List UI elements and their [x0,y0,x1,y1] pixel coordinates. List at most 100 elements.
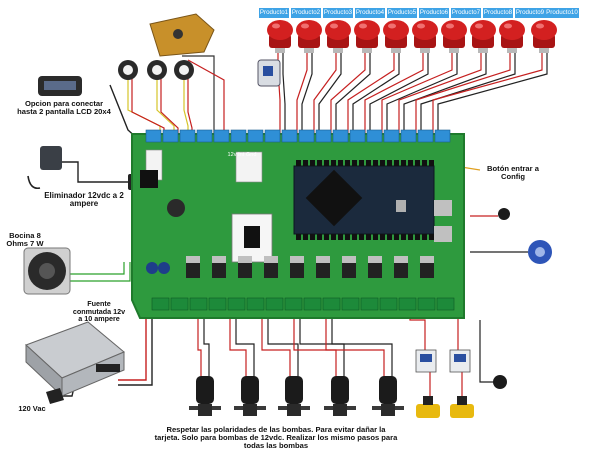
pump-inlet [189,406,198,410]
mosfet-body [420,262,434,278]
push-button-icon [470,20,496,53]
wire-pump-3-positive [261,312,291,378]
valve-coil [457,396,467,405]
push-button-icon [412,20,438,53]
wire-product-7-positive [381,52,453,136]
coin-acceptor-slot [123,65,133,75]
push-button-icon [383,20,409,53]
regulator-right-1 [434,200,452,216]
push-button-terminal [420,48,430,53]
mcu-header-bottom [422,234,427,240]
push-button-terminal [539,48,549,53]
wire-pump-4-negative [299,312,345,378]
valve-body [416,404,440,418]
terminal-top [383,129,400,143]
pump-outlet [395,406,404,410]
wire-product-3-positive [313,52,337,136]
mcu-header-top [324,160,329,166]
regulator-right-2 [434,226,452,242]
mcu-header-top [352,160,357,166]
terminal-bottom [284,297,303,311]
mcu-header-bottom [338,234,343,240]
wire-product-6-positive [364,52,424,136]
mcu-header-top [401,160,406,166]
sensor-right-body [498,208,510,220]
mcu-header-bottom [303,234,308,240]
wire-adapter [62,161,128,183]
pump-outlet [301,406,310,410]
push-button-highlight [475,23,483,29]
push-button-highlight [446,23,454,29]
terminal-bottom [398,297,417,311]
mcu-header-top [373,160,378,166]
wire-product-8-negative [403,52,487,136]
mcu-header-top [303,160,308,166]
push-button-cap [354,20,380,40]
wire-product-2-positive [296,52,308,136]
terminal-top [434,129,451,143]
product-label-9: Producto9 [515,8,545,18]
mcu-header-bottom [415,234,420,240]
pump-icon [189,376,221,416]
pump-inlet [234,406,243,410]
push-button-terminal [391,48,401,53]
solenoid-valve-icon [416,396,440,418]
push-button-icon [441,20,467,53]
wire-pump-2-positive [229,312,247,378]
mosfet-body [394,262,408,278]
power-supply-icon [25,321,125,398]
product-label-5: Producto5 [387,8,417,18]
sensor-icon [498,208,510,220]
mcu-header-bottom [317,234,322,240]
terminal-bottom [341,297,360,311]
terminal-top [145,129,162,143]
pump-motor [285,376,303,404]
mosfet-tab [186,256,200,263]
product-label-3: Producto3 [323,8,353,18]
push-button-terminal [275,48,285,53]
mcu-header-bottom [366,234,371,240]
terminal-top [366,129,383,143]
speaker-icon [23,247,71,295]
mcu-header-bottom [429,234,434,240]
mosfet-tab [316,256,330,263]
terminal-bottom [379,297,398,311]
board-12v-gnd-label: 12v Int Gnd [227,152,257,158]
mosfet-body [342,262,356,278]
mcu-header-top [387,160,392,166]
wire-product-7-negative [386,52,458,136]
mosfet-body [290,262,304,278]
coin-acceptor-icon [118,60,138,80]
coin-module-chip [173,29,183,39]
terminal-bottom [151,297,170,311]
lcd-option-label: Opcion para conectar hasta 2 pantalla LC… [17,99,111,116]
wire-product-4-negative [335,52,371,136]
mcu-header-bottom [324,234,329,240]
wire-product-5-negative [352,52,400,136]
terminal-bottom [360,297,379,311]
mcu-header-top [296,160,301,166]
mcu-header-bottom [373,234,378,240]
wire-speaker-1 [70,262,125,275]
power-adapter-cable [27,175,41,190]
wire-psu-positive [118,304,147,381]
push-button-icon [499,20,525,53]
mosfet-body [264,262,278,278]
coin-acceptor-slot [179,65,189,75]
mosfet-body [238,262,252,278]
mcu-header-bottom [408,234,413,240]
lcd-module-screen [44,81,76,90]
pump-head [381,404,395,416]
relay-coil [420,354,432,362]
components-layer [23,13,557,418]
push-button-highlight [417,23,425,29]
push-button-highlight [536,23,544,29]
wire-coin-2-power [160,76,179,136]
mosfet-tab [394,256,408,263]
mcu-header-top [422,160,427,166]
push-button-highlight [359,23,367,29]
push-button-terminal [304,48,314,53]
pump-motor [196,376,214,404]
config-button-label: Botón entrar a Config [487,164,539,181]
terminal-bottom [417,297,436,311]
